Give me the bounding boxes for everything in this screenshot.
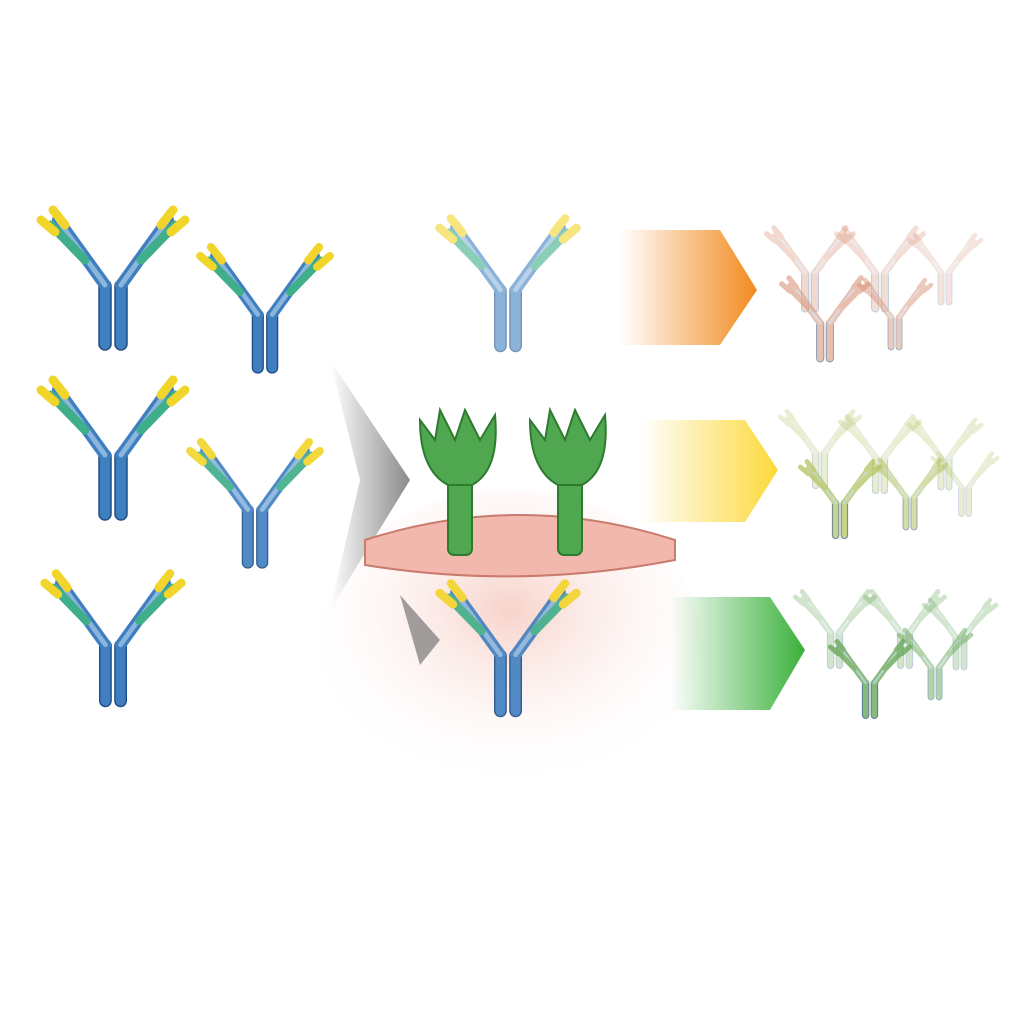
- antibody-icon: [186, 437, 324, 569]
- faded-antibody-icon: [871, 457, 949, 531]
- faded-antibody-icon: [797, 459, 883, 539]
- antibody-icon: [36, 205, 190, 351]
- receptor-icon: [528, 406, 607, 556]
- faded-antibody-icon: [930, 451, 1000, 517]
- arrow-yellow-icon: [640, 420, 778, 522]
- chevron-arrow-icon: [330, 360, 410, 610]
- faded-antibody-icon: [896, 627, 974, 701]
- faded-antibody-icon: [862, 589, 948, 669]
- receptor-icon: [418, 406, 497, 556]
- faded-antibody-icon: [764, 225, 856, 313]
- faded-antibody-icon: [779, 275, 871, 363]
- antibody-icon: [196, 242, 334, 374]
- antibody-icon: [435, 579, 581, 718]
- faded-antibody-icon: [827, 639, 913, 719]
- small-chevron-icon: [400, 595, 440, 665]
- antibody-icon: [36, 375, 190, 521]
- faded-antibody-icon: [906, 417, 984, 491]
- antibody-icon: [435, 214, 581, 353]
- arrow-orange-icon: [620, 230, 757, 345]
- faded-antibody-icon: [837, 414, 923, 494]
- antibody-icon: [40, 569, 186, 708]
- faded-antibody-icon: [856, 277, 934, 351]
- faded-antibody-icon: [906, 232, 984, 306]
- arrow-green-icon: [670, 597, 805, 710]
- faded-antibody-icon: [834, 225, 926, 313]
- faded-antibody-icon: [792, 589, 878, 669]
